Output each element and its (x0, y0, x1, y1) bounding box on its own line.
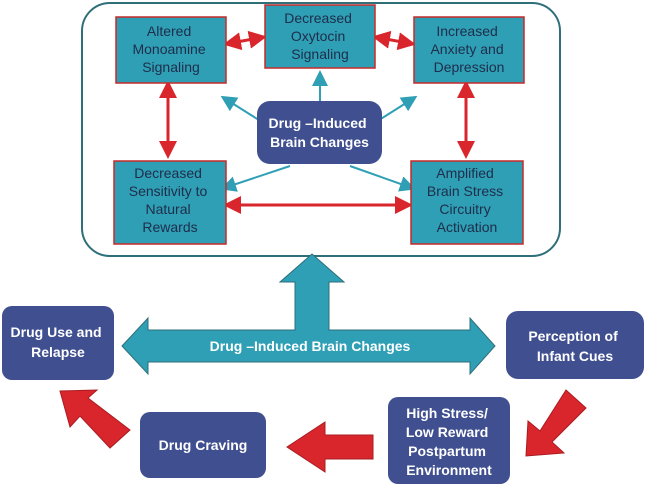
box-decreased-oxytocin: Decreased Oxytocin Signaling (264, 4, 376, 69)
svg-text:Decreased Sensitivity to: Decreased Sensitivity to Natural Rewards (129, 165, 211, 235)
arrow-monoamine-oxytocin (223, 30, 267, 51)
sensitivity-line-3: Natural (145, 201, 190, 217)
center-line-2: Brain Changes (270, 134, 369, 150)
svg-text:Drug –Induced Brain Chan: Drug –Induced Brain Changes (269, 115, 371, 150)
monoamine-line-3: Signaling (142, 59, 200, 75)
red-connectors (159, 30, 475, 214)
sensitivity-line-1: Decreased (134, 165, 202, 181)
stress-line-1: Amplified (436, 165, 494, 181)
high-stress-line-2: Low Reward (406, 424, 488, 440)
box-amplified-stress: Amplified Brain Stress Circuitry Activat… (410, 160, 524, 245)
center-line-1: Drug –Induced (269, 115, 367, 131)
anxiety-line-1: Increased (436, 23, 497, 39)
oxytocin-line-3: Signaling (291, 46, 349, 62)
monoamine-line-2: Monoamine (132, 41, 205, 57)
svg-text:Altered Monoamine: Altered Monoamine Signaling (132, 23, 209, 75)
arrow-oxytocin-anxiety (372, 30, 416, 51)
arrow-perception-to-stress (525, 389, 587, 457)
svg-text:Drug Craving: Drug Craving (159, 437, 248, 453)
teal-connectors (220, 70, 418, 192)
box-decreased-sensitivity: Decreased Sensitivity to Natural Rewards (113, 160, 227, 245)
perception-line-1: Perception of (528, 328, 618, 344)
stress-line-3: Circuitry (439, 201, 490, 217)
oxytocin-line-2: Oxytocin (291, 28, 345, 44)
svg-text:Perception of Infant Cue: Perception of Infant Cues (528, 328, 621, 364)
sensitivity-line-2: Sensitivity to (129, 183, 208, 199)
drug-use-line-1: Drug Use and (11, 324, 102, 340)
arrow-craving-to-druguse (59, 389, 131, 449)
arrow-center-to-anxiety (375, 95, 418, 123)
drug-use-line-2: Relapse (31, 344, 85, 360)
box-drug-craving: Drug Craving (140, 412, 266, 478)
svg-text:Drug Use and Relapse: Drug Use and Relapse (11, 324, 106, 360)
arrow-center-to-monoamine (220, 95, 263, 123)
svg-text:High Stress/ Low Reward: High Stress/ Low Reward Postpartum Envir… (406, 405, 492, 478)
box-high-stress-environment: High Stress/ Low Reward Postpartum Envir… (388, 397, 510, 484)
big-teal-arrow: Drug –Induced Brain Changes (121, 253, 496, 376)
drug-craving-line-1: Drug Craving (159, 437, 248, 453)
box-altered-monoamine: Altered Monoamine Signaling (115, 16, 227, 84)
stress-line-2: Brain Stress (427, 183, 503, 199)
arrow-stress-to-craving (286, 421, 374, 473)
svg-text:Amplified Brain Stress: Amplified Brain Stress Circuitry Activat… (427, 165, 507, 235)
sensitivity-line-4: Rewards (142, 219, 197, 235)
box-increased-anxiety: Increased Anxiety and Depression (413, 16, 525, 84)
box-drug-use-relapse: Drug Use and Relapse (2, 306, 114, 380)
stress-line-4: Activation (437, 219, 498, 235)
box-perception-infant-cues: Perception of Infant Cues (506, 311, 644, 379)
cycle-arrows (59, 389, 587, 473)
svg-text:Decreased Oxytocin: Decreased Oxytocin Signaling (284, 10, 356, 62)
arrow-center-to-stress (349, 165, 416, 192)
oxytocin-line-1: Decreased (284, 10, 352, 26)
arrow-center-to-sensitivity (220, 165, 291, 192)
svg-text:Increased Anxiety and: Increased Anxiety and Depression (430, 23, 507, 75)
box-center-brain-changes: Drug –Induced Brain Changes (257, 101, 382, 164)
anxiety-line-3: Depression (434, 59, 505, 75)
monoamine-line-1: Altered (147, 23, 191, 39)
big-arrow-label: Drug –Induced Brain Changes (210, 338, 411, 354)
high-stress-line-4: Environment (406, 462, 492, 478)
high-stress-line-3: Postpartum (408, 443, 486, 459)
anxiety-line-2: Anxiety and (430, 41, 503, 57)
high-stress-line-1: High Stress/ (406, 405, 488, 421)
perception-line-2: Infant Cues (537, 348, 613, 364)
